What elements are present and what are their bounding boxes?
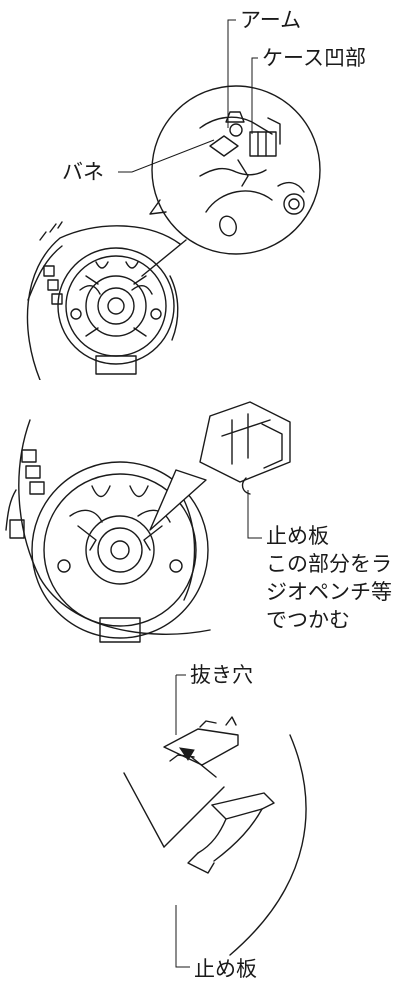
label-hole: 抜き穴: [190, 663, 253, 687]
label-spring: バネ: [62, 160, 104, 184]
tool-head-illustration-1: [26, 19, 321, 380]
label-instruction-line2: ジオペンチ等: [266, 580, 392, 604]
label-instruction-line1: この部分をラ: [266, 552, 392, 576]
label-arm: アーム: [240, 8, 302, 32]
label-case-recess: ケース凹部: [262, 46, 366, 70]
figure-arm-spring-detail: アーム ケース凹部 バネ: [0, 0, 416, 380]
tool-head-illustration-2: [5, 401, 291, 643]
label-stop-plate-bottom: 止め板: [194, 957, 257, 981]
label-instruction-line3: でつかむ: [266, 608, 350, 632]
figure-plate-removal: 抜き穴 止め板: [0, 655, 416, 987]
label-stop-plate: 止め板: [266, 524, 329, 548]
plate-removal-illustration: [123, 674, 307, 968]
figure-stop-plate-grip: 止め板 この部分をラ ジオペンチ等 でつかむ: [0, 380, 416, 655]
